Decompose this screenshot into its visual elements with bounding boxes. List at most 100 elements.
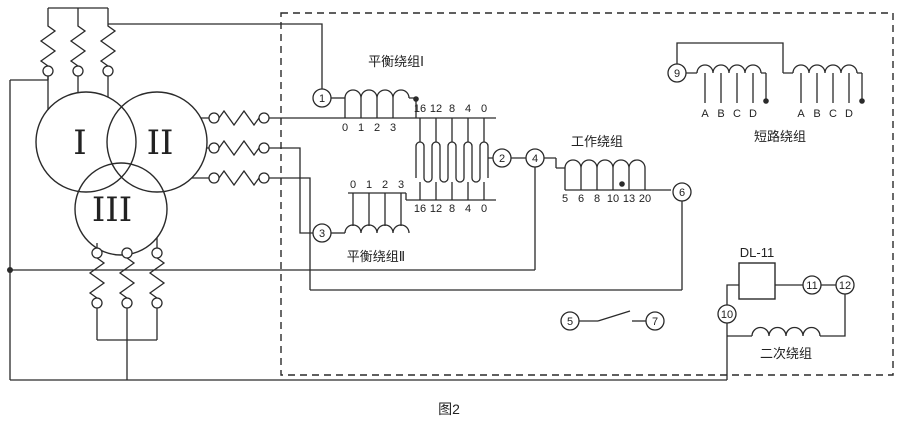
tap-label: 1 <box>358 122 364 134</box>
tap-label: 8 <box>449 103 455 115</box>
tap-label: C <box>733 108 741 120</box>
tap-label: 2 <box>374 122 380 134</box>
tap-label: 2 <box>382 179 388 191</box>
lead-wire <box>544 157 565 169</box>
winding-terminal-circle <box>91 297 103 309</box>
winding-terminal-circle <box>151 297 163 309</box>
tap-label: 3 <box>390 122 396 134</box>
balance-winding-1-label: 平衡绕组Ⅰ <box>368 54 424 69</box>
ct2-wire-to-terminal-3 <box>269 147 313 234</box>
tap-label: 12 <box>430 203 442 215</box>
lv-leads <box>96 308 158 380</box>
working-winding-coil <box>564 159 646 169</box>
left-bus-wire <box>9 76 49 380</box>
ct-zigzag <box>218 109 260 127</box>
tap-label: 8 <box>449 203 455 215</box>
tap-label: 1 <box>366 179 372 191</box>
terminal-4-number: 4 <box>532 153 538 165</box>
terminal-7-number: 7 <box>652 316 658 328</box>
working-winding-label: 工作绕组 <box>571 134 623 149</box>
tap-leads <box>564 168 646 190</box>
tap-label: B <box>813 108 820 120</box>
tap-label: 12 <box>430 103 442 115</box>
polarity-dot <box>859 98 865 104</box>
tap-label: 10 <box>607 193 619 205</box>
hv-winding-zigzag <box>69 8 87 67</box>
transformer-circle-iii <box>74 162 168 256</box>
terminal-7: 7 <box>645 311 665 331</box>
dl11-relay: DL-11 二次绕组 <box>726 245 846 361</box>
terminal-10: 10 <box>717 304 737 324</box>
connection-wires <box>7 23 728 381</box>
hv-winding-zigzag <box>39 8 57 67</box>
tap-label: A <box>797 108 805 120</box>
winding-terminal-circle <box>258 142 270 154</box>
terminal-9-number: 9 <box>674 68 680 80</box>
tap-label: 0 <box>342 122 348 134</box>
short-circuit-coil-2 <box>792 64 858 74</box>
winding-terminal-circle <box>42 65 54 77</box>
figure-caption: 图2 <box>438 401 460 417</box>
ct3-wire <box>269 177 311 290</box>
ct-stubs <box>192 117 209 179</box>
terminal-3-number: 3 <box>319 228 325 240</box>
tap-label: B <box>717 108 724 120</box>
lv-windings-bottom <box>88 238 166 380</box>
secondary-winding-label: 二次绕组 <box>760 346 812 361</box>
ct-windings-middle <box>192 109 270 187</box>
tap-leads <box>344 98 394 118</box>
terminal-11: 11 <box>802 275 822 295</box>
short-circuit-coil-1 <box>696 64 762 74</box>
terminal-12-number: 12 <box>839 280 851 292</box>
tap-label: A <box>701 108 709 120</box>
tap-label: 20 <box>639 193 651 205</box>
winding-terminal-circle <box>258 112 270 124</box>
winding-terminal-circle <box>208 142 220 154</box>
lv-winding-zigzag <box>118 257 136 299</box>
tap-label: 5 <box>562 193 568 205</box>
tap-leads <box>352 193 402 226</box>
terminal-1-number: 1 <box>319 93 325 105</box>
tap-label: 16 <box>414 203 426 215</box>
terminals: 1 2 3 4 5 6 7 9 10 11 12 <box>312 63 855 331</box>
bottom-tap-leads <box>419 182 485 200</box>
hv-leads <box>47 76 109 110</box>
lv-stubs <box>96 238 158 248</box>
terminal-11-number: 11 <box>806 280 817 292</box>
winding-terminal-circle <box>91 247 103 259</box>
ct-zigzag <box>218 169 260 187</box>
tap-leads <box>800 73 850 103</box>
terminal-2-number: 2 <box>499 153 505 165</box>
tap-label: C <box>829 108 837 120</box>
winding-terminal-circle <box>121 247 133 259</box>
lv-winding-zigzag <box>148 257 166 299</box>
bus-to-terminal-4 <box>10 167 536 271</box>
tap-label: 8 <box>594 193 600 205</box>
tap-label: 4 <box>465 103 471 115</box>
terminal-12-down-lead <box>820 294 846 337</box>
tap-autotransformer: 16 12 8 4 0 16 12 8 4 0 <box>406 103 526 215</box>
polarity-dot <box>763 98 769 104</box>
polarity-dot <box>413 96 419 102</box>
tap-label: 0 <box>481 103 487 115</box>
end-lead <box>857 72 863 100</box>
hv-windings-top <box>39 7 117 110</box>
bus-to-terminal-6 <box>310 201 683 291</box>
short-circuit-winding: A B C D A B C D 短路绕组 <box>676 42 865 144</box>
tap-label: 6 <box>578 193 584 205</box>
winding-terminal-circle <box>258 172 270 184</box>
terminal-3: 3 <box>312 223 332 243</box>
winding-terminal-circle <box>208 112 220 124</box>
balance-winding-1: 平衡绕组Ⅰ 0 1 2 3 <box>331 54 496 134</box>
switch-blade <box>597 310 631 322</box>
end-lead <box>761 72 767 100</box>
tap-label: 0 <box>481 203 487 215</box>
terminal-6: 6 <box>672 182 692 202</box>
relay-boundary-dashed <box>280 12 894 376</box>
balance-winding-2: 0 1 2 3 平衡绕组Ⅱ <box>331 179 410 264</box>
lead-wires <box>676 42 793 74</box>
dl-11-relay-box <box>738 262 776 300</box>
balance-winding-2-coil <box>344 224 410 234</box>
tap-label: 13 <box>623 193 635 205</box>
tap-label: 4 <box>465 203 471 215</box>
